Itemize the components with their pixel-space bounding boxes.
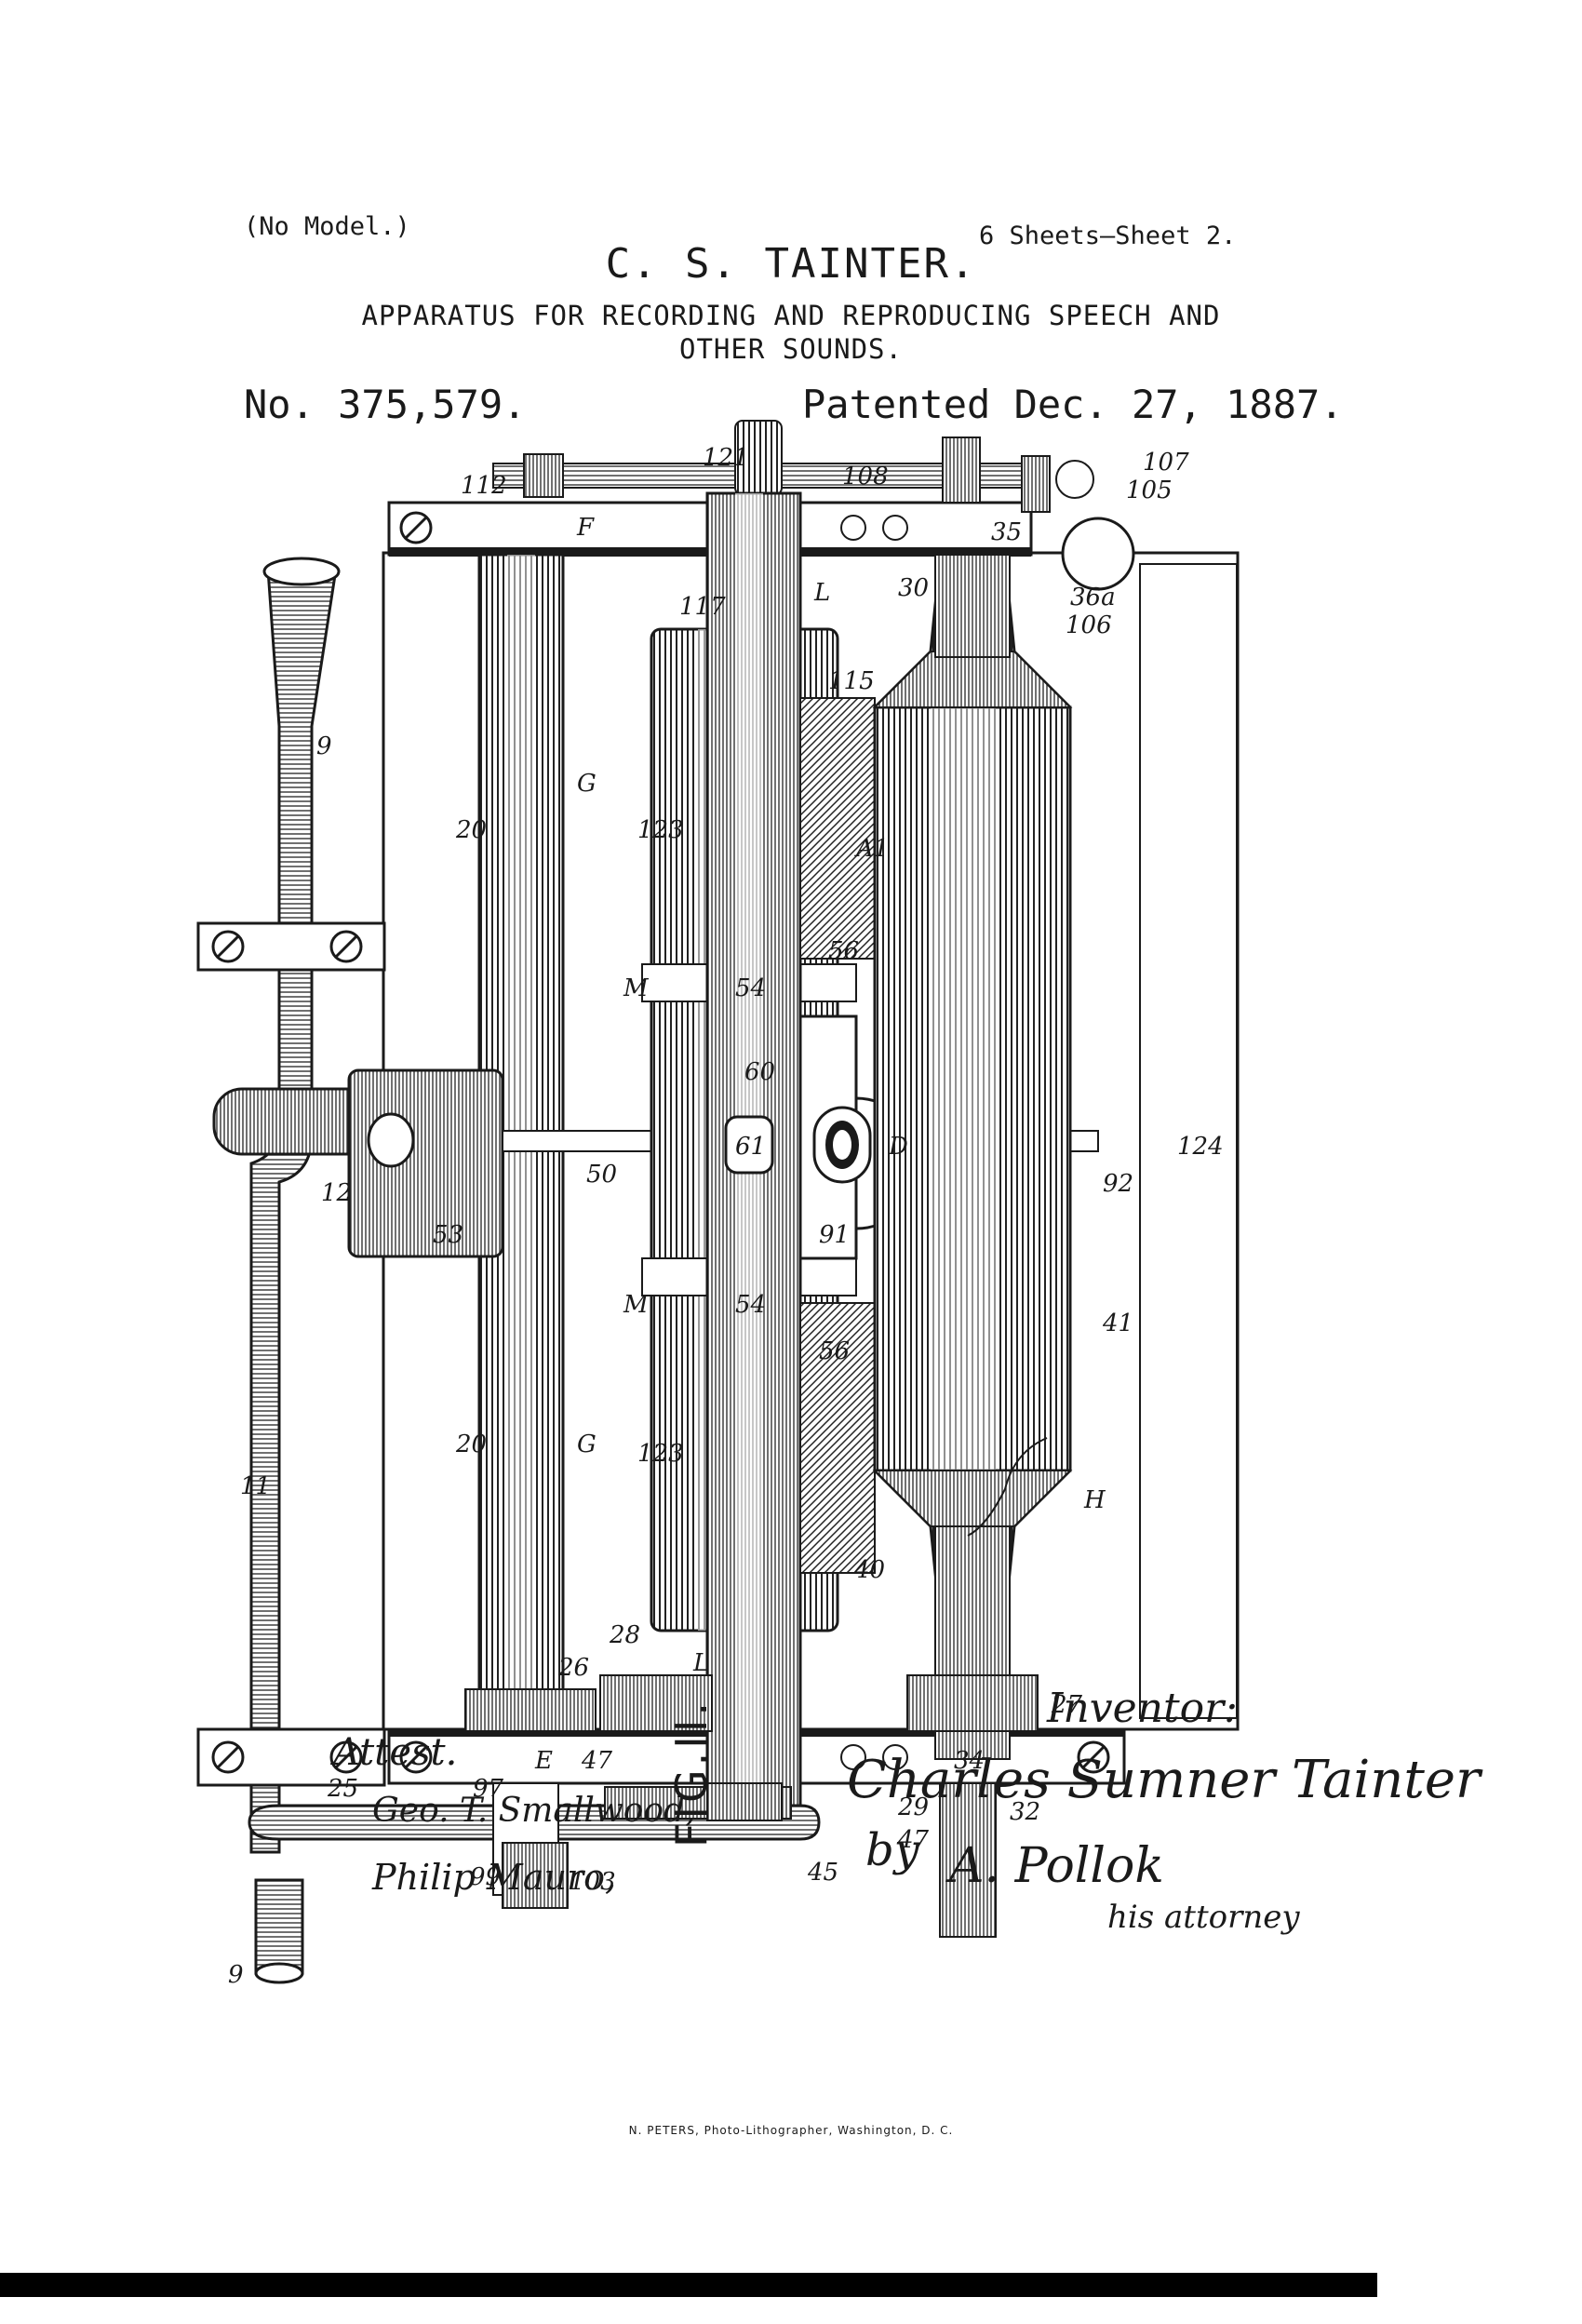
ref-56-bottom: 56: [819, 1337, 850, 1365]
ref-123-top: 123: [637, 816, 684, 844]
ref-L-bottom: L: [692, 1649, 709, 1677]
attest-label: Attest.: [333, 1731, 458, 1774]
ref-107: 107: [1143, 449, 1189, 477]
witness-signature-2: Philip Mauro,: [372, 1857, 617, 1898]
ref-40: 40: [853, 1556, 885, 1584]
inventor-name-heading: C. S. TAINTER.: [605, 240, 977, 288]
ref-56-top: 56: [828, 937, 859, 965]
attorney-signature: A. Pollok: [949, 1838, 1164, 1894]
ref-28: 28: [609, 1621, 640, 1649]
ref-29: 29: [897, 1793, 929, 1821]
ref-108: 108: [842, 463, 889, 490]
inventor-label: Inventor:: [1047, 1685, 1238, 1732]
ref-45: 45: [807, 1859, 838, 1887]
ref-61: 61: [735, 1133, 766, 1161]
ref-115: 115: [828, 667, 875, 695]
ref-124: 124: [1177, 1133, 1224, 1161]
ref-L-top: L: [813, 579, 830, 607]
ref-106: 106: [1066, 611, 1112, 639]
ref-60: 60: [744, 1058, 775, 1086]
ref-47-top: 47: [581, 1747, 613, 1775]
ref-123-bottom: 123: [637, 1440, 684, 1468]
ref-30: 30: [898, 574, 929, 602]
ref-H: H: [1083, 1486, 1106, 1514]
patent-date: Patented Dec. 27, 1887.: [802, 382, 1344, 427]
ref-E: E: [534, 1747, 553, 1775]
ref-117: 117: [679, 593, 726, 621]
ref-25: 25: [327, 1775, 358, 1803]
gear-train: [464, 1674, 1039, 1732]
ref-92: 92: [1103, 1170, 1133, 1198]
ref-F: F: [576, 514, 595, 542]
ref-M-top: M: [623, 974, 650, 1002]
ref-99: 99: [470, 1863, 501, 1891]
ref-G-bottom: G: [577, 1431, 597, 1458]
drive-pulley: [248, 1782, 821, 1909]
ref-34: 34: [954, 1747, 985, 1775]
ref-112: 112: [461, 472, 507, 500]
ref-26: 26: [557, 1654, 589, 1682]
ref-91: 91: [819, 1221, 850, 1249]
by-label: by: [865, 1824, 919, 1876]
top-shaft: [492, 420, 1135, 591]
ref-35: 35: [991, 518, 1022, 546]
ref-54-bottom: 54: [735, 1291, 766, 1319]
no-model-label: (No Model.): [244, 212, 410, 241]
ref-20-top: 20: [455, 816, 487, 844]
ref-M-bottom: M: [623, 1291, 650, 1319]
ref-27: 27: [1051, 1691, 1083, 1719]
ref-103: 103: [570, 1868, 616, 1896]
scan-edge-bar: [0, 2273, 1377, 2297]
ref-11: 11: [240, 1472, 271, 1500]
ref-A1: A1: [854, 835, 889, 863]
ref-G-top: G: [577, 770, 597, 798]
ref-105: 105: [1126, 477, 1173, 504]
ref-20-bottom: 20: [455, 1431, 487, 1458]
ref-36a: 36a: [1070, 584, 1116, 611]
patent-title-line-2: OTHER SOUNDS.: [679, 333, 903, 365]
ref-47-bottom: 47: [897, 1826, 930, 1854]
ref-41: 41: [1102, 1310, 1133, 1337]
brush: [799, 697, 876, 1574]
ref-54-top: 54: [735, 974, 766, 1002]
patent-number: No. 375,579.: [244, 382, 527, 427]
ref-50: 50: [586, 1161, 617, 1189]
ref-12: 12: [321, 1179, 352, 1207]
ref-9-bottom: 9: [228, 1961, 244, 1989]
reference-numerals: 112 121 108 F 35 105 107 30 36a 106 117 …: [228, 444, 1224, 1989]
witness-signature-1: Geo. T. Smallwood,: [372, 1792, 696, 1830]
ref-121: 121: [703, 444, 749, 472]
lithographer-credit: N. PETERS, Photo-Lithographer, Washingto…: [628, 2124, 954, 2137]
ref-D: D: [888, 1133, 908, 1161]
sheet-count: 6 Sheets—Sheet 2.: [979, 222, 1237, 250]
ref-32: 32: [1010, 1798, 1040, 1826]
guide-rod: [196, 557, 393, 1984]
inventor-signature: Charles Sumner Tainter: [847, 1750, 1481, 1810]
ref-53: 53: [433, 1221, 463, 1249]
ref-9-top: 9: [316, 732, 332, 760]
ref-97: 97: [473, 1775, 504, 1803]
patent-title-line-1: APPARATUS FOR RECORDING AND REPRODUCING …: [361, 300, 1221, 331]
attorney-caption: his attorney: [1107, 1899, 1300, 1936]
